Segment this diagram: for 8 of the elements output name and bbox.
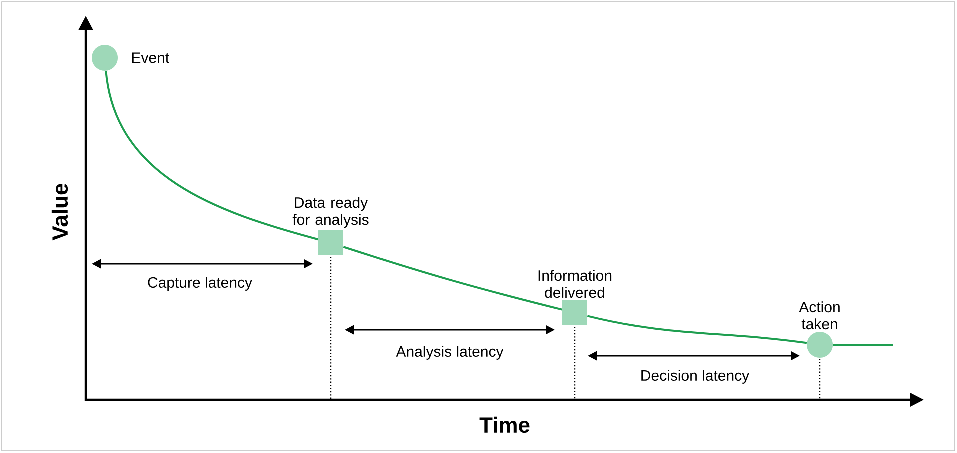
axis-title: Time — [480, 416, 530, 434]
value-curve — [343, 246, 563, 311]
dimension-label: Analysis latency — [396, 346, 504, 360]
dimension-label: Decision latency — [642, 370, 750, 384]
axis-title: Value — [52, 184, 68, 241]
dimension-label: Capture latency — [148, 277, 252, 291]
value-curve — [105, 70, 319, 241]
value-curve — [587, 315, 808, 344]
